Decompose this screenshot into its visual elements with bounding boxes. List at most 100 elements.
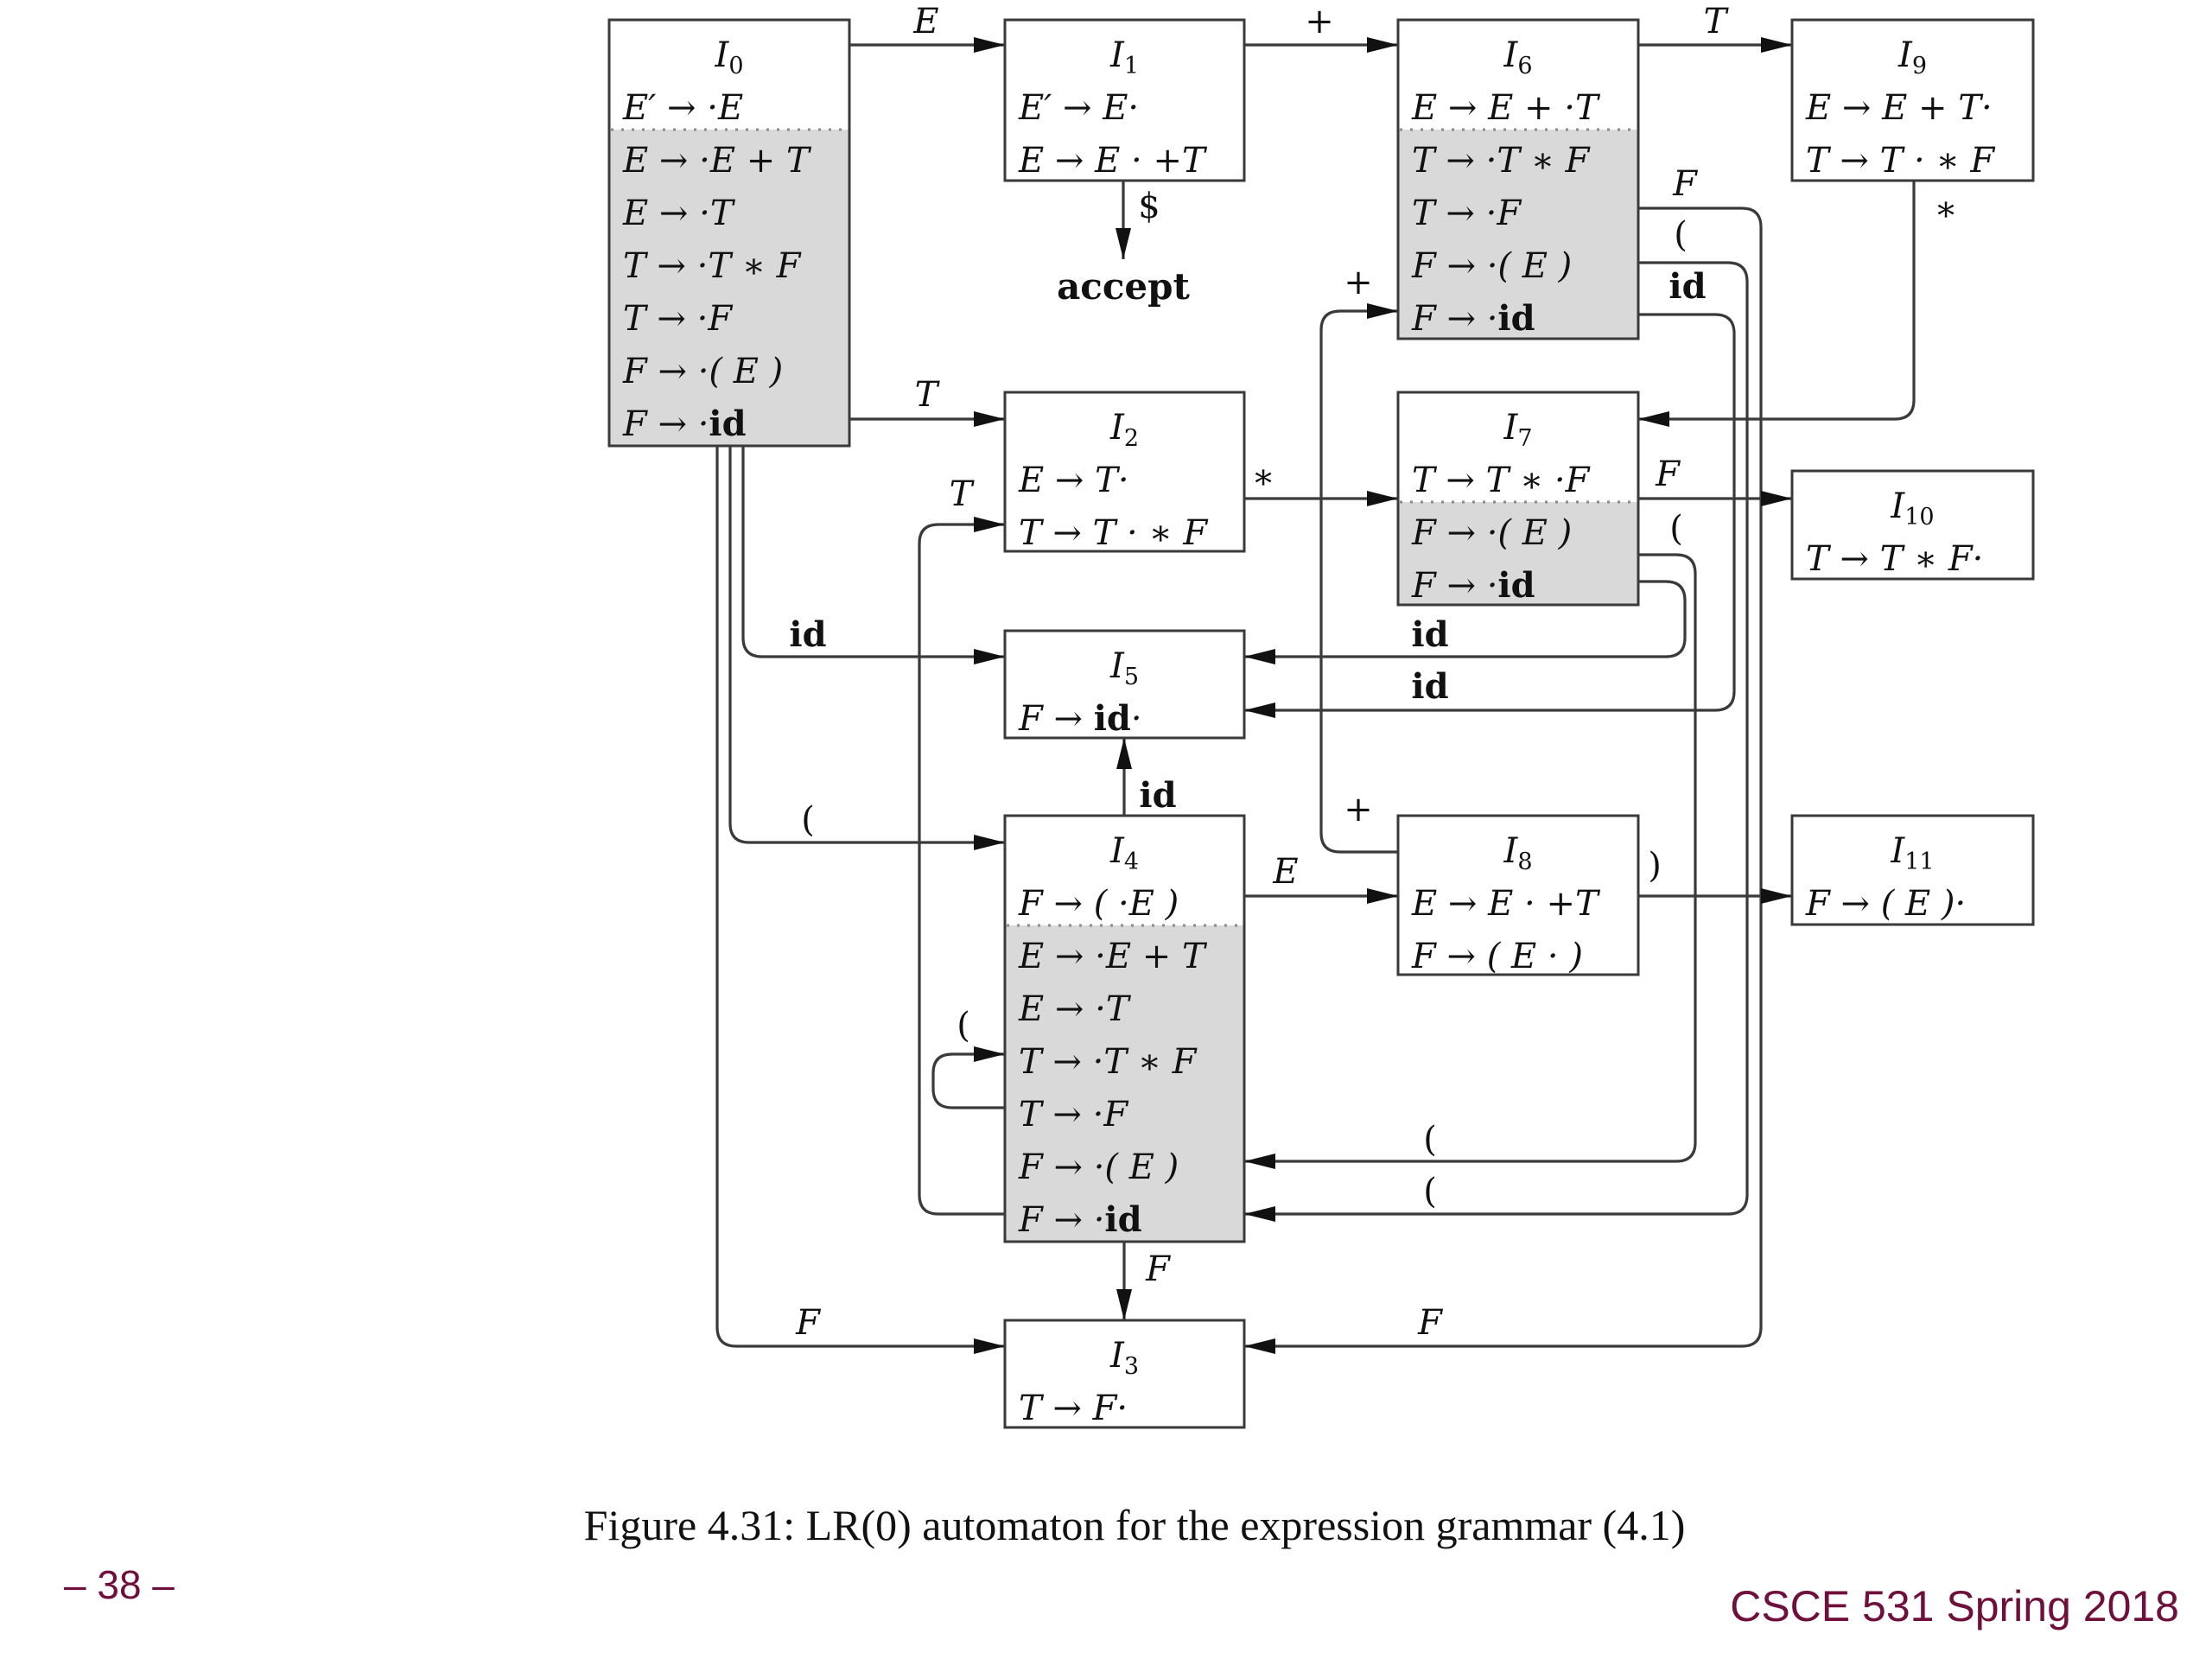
state-box — [1003, 18, 1246, 182]
state-title-subscript: 5 — [1124, 664, 1139, 690]
transition-i0-to-i5 — [741, 446, 1005, 664]
state-box — [1396, 814, 1640, 976]
transition-i9-to-i7 — [1638, 181, 1916, 427]
state-title: I7 — [1503, 408, 1533, 452]
closure-item: E → ·T — [1018, 989, 1132, 1029]
arrowhead-icon — [1244, 1154, 1275, 1169]
state-title-name: I — [1890, 831, 1905, 871]
transition-symbol-label: F — [1145, 1249, 1171, 1289]
arrowhead-icon — [1638, 411, 1669, 427]
transition-symbol-label: id — [789, 614, 826, 655]
state-title: I3 — [1109, 1336, 1139, 1380]
transition-symbol-label: T — [1704, 2, 1730, 41]
state-box — [1003, 391, 1246, 553]
kernel-item: F → id· — [1018, 698, 1142, 739]
arrowhead-icon — [1367, 303, 1398, 319]
accept-label: accept — [1057, 265, 1190, 308]
state-box — [1790, 18, 2035, 182]
transition-i0-to-i4 — [728, 446, 1005, 850]
transition-symbol-label: ( — [1423, 1172, 1437, 1211]
state-title: I6 — [1503, 35, 1533, 79]
figure-caption-text: Figure 4.31: LR(0) automaton for the exp… — [583, 1501, 1686, 1549]
transition-symbol-label: ∗ — [1934, 189, 1957, 229]
state-title-name: I — [1109, 646, 1125, 686]
state-title-subscript: 7 — [1517, 425, 1532, 452]
state-title-name: I — [1503, 35, 1519, 75]
arrowhead-icon — [1761, 888, 1792, 904]
transitions-layer — [715, 37, 1916, 1354]
closure-item: F → ·( E ) — [1018, 1147, 1179, 1187]
state-i7: I7T → T ∗ ·FF → ·( E )F → ·id — [1396, 391, 1640, 607]
state-i4: I4F → ( ·E )E → ·E + TE → ·TT → ·T ∗ FT … — [1003, 814, 1246, 1243]
closure-shading — [1006, 925, 1243, 1241]
arrowhead-icon — [1244, 1206, 1275, 1222]
state-title: I10 — [1890, 486, 1934, 531]
transition-symbol-label: E — [1272, 852, 1298, 892]
transition-line — [1638, 181, 1916, 421]
state-title: I5 — [1109, 646, 1139, 690]
arrowhead-icon — [1367, 491, 1398, 506]
state-title-name: I — [1503, 408, 1519, 448]
arrowhead-icon — [1761, 37, 1792, 53]
kernel-item: F → ( E · ) — [1411, 937, 1583, 976]
state-title-name: I — [1503, 831, 1519, 871]
closure-shading — [1399, 130, 1637, 338]
arrowhead-icon — [974, 1046, 1005, 1062]
transition-line — [1319, 309, 1398, 854]
state-title: I4 — [1109, 831, 1139, 875]
state-title-name: I — [1109, 831, 1125, 871]
state-box — [1003, 1319, 1246, 1429]
closure-item: F → ·id — [622, 404, 747, 444]
kernel-item: T → T · ∗ F — [1019, 513, 1208, 553]
arrowhead-icon — [1367, 37, 1398, 53]
state-box — [1790, 469, 2035, 581]
state-i2: I2E → T·T → T · ∗ F — [1003, 391, 1246, 553]
state-title-name: I — [1109, 1336, 1125, 1376]
arrowhead-icon — [974, 517, 1005, 532]
state-title-subscript: 1 — [1124, 53, 1139, 79]
transition-line — [918, 523, 1005, 1216]
transition-symbol-label: ) — [1648, 846, 1662, 886]
transition-i4-to-i3 — [1116, 1242, 1132, 1320]
arrowhead-icon — [1367, 888, 1398, 904]
closure-item: F → ·id — [1411, 298, 1535, 339]
transition-line — [1244, 553, 1697, 1163]
transition-i6-to-i4 — [1244, 261, 1749, 1222]
arrowhead-icon — [974, 1338, 1005, 1354]
state-i6: I6E → E + ·TT → ·T ∗ FT → ·FF → ·( E )F … — [1396, 18, 1640, 340]
transition-symbol-label: + — [1344, 790, 1373, 830]
state-title-subscript: 10 — [1904, 504, 1934, 531]
arrowhead-icon — [1116, 228, 1131, 259]
page-number: – 38 – — [64, 1562, 175, 1607]
state-i5: I5 F → id· — [1003, 629, 1246, 740]
arrowhead-icon — [1116, 1289, 1132, 1320]
transition-i4-to-i5 — [1116, 738, 1132, 816]
state-i3: I3T → F· — [1003, 1319, 1246, 1429]
transition-line — [1244, 313, 1736, 712]
transition-symbol-label: F — [795, 1303, 821, 1343]
state-i0: I0E′ → ·EE → ·E + TE → ·TT → ·T ∗ FT → ·… — [607, 18, 851, 448]
state-title-subscript: 0 — [728, 53, 743, 79]
state-title: I2 — [1109, 408, 1139, 452]
state-title-subscript: 2 — [1124, 425, 1139, 452]
state-box — [1003, 629, 1246, 740]
closure-shading — [1399, 502, 1637, 604]
transition-symbol-label: ( — [1423, 1120, 1437, 1160]
state-title-subscript: 8 — [1517, 849, 1532, 875]
state-title: I8 — [1503, 831, 1533, 875]
kernel-item: F → ( ·E ) — [1018, 884, 1179, 924]
state-box — [1790, 814, 2035, 926]
transition-i4-to-i2 — [918, 517, 1005, 1216]
state-title: I9 — [1897, 35, 1927, 79]
state-i1: I1E′ → E·E → E · +T — [1003, 18, 1246, 182]
transition-i1-to-accept — [1116, 181, 1131, 259]
arrowhead-icon — [1116, 738, 1132, 769]
kernel-item: T → T ∗ ·F — [1412, 461, 1591, 500]
transition-line — [728, 446, 1005, 844]
state-title-subscript: 4 — [1124, 849, 1139, 875]
state-title-name: I — [1890, 486, 1905, 526]
kernel-item: T → T ∗ F· — [1806, 539, 1983, 579]
state-i10: I10 T → T ∗ F· — [1790, 469, 2035, 581]
